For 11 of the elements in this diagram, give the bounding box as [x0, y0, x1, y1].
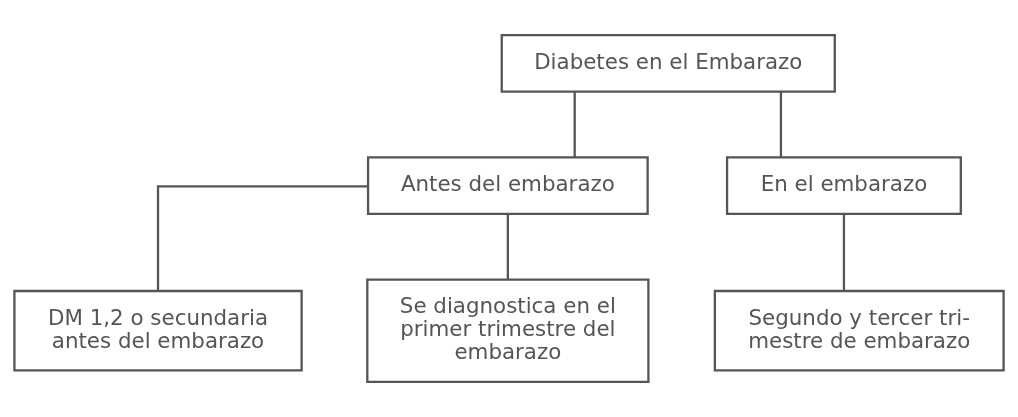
node-box: Antes del embarazo: [366, 156, 649, 215]
node-box: DM 1,2 o secundaria antes del embarazo: [13, 289, 303, 372]
connector: [156, 185, 368, 291]
node-box: Se diagnostica en el primer trimestre del embarazo: [366, 278, 650, 384]
connector: [842, 214, 846, 291]
connector: [506, 214, 509, 280]
node-box: En el embarazo: [725, 156, 962, 215]
connector: [779, 91, 783, 157]
node-box: Diabetes en el Embarazo: [500, 33, 836, 93]
node-box: Segundo y tercer tri- mestre de embarazo: [713, 289, 1005, 372]
connector: [573, 91, 576, 157]
